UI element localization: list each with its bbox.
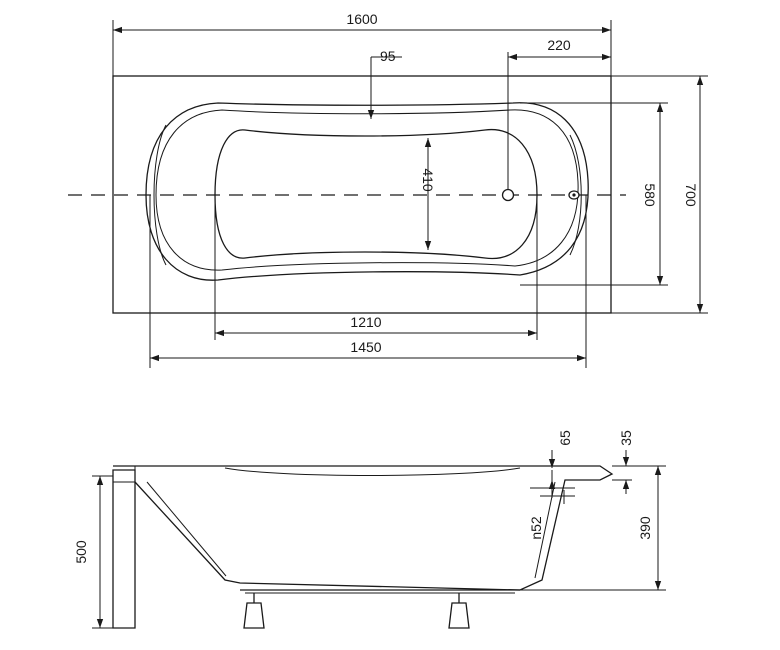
dim-inner-width: 580	[642, 183, 658, 207]
dim-overflow-b: 35	[618, 430, 634, 446]
rim-edge-left	[153, 124, 167, 266]
top-view: 1600 220 95 410 580 700 1210 1450	[68, 11, 708, 368]
side-view: 500 390 65 35 n52	[73, 430, 666, 629]
foot-left	[243, 593, 265, 629]
dim-drain-offset: 220	[547, 37, 571, 53]
dim-overall-length: 1600	[346, 11, 377, 27]
dim-overflow-a: 65	[557, 430, 573, 446]
drain-icon	[501, 188, 515, 202]
dim-bottom-length: 1210	[350, 314, 381, 330]
tub-rim-inner	[155, 109, 579, 271]
tub-bottom-contour	[214, 128, 538, 260]
dim-inner-length: 1450	[350, 339, 381, 355]
overflow-center-dot	[572, 193, 576, 197]
dim-bottom-width: 410	[420, 168, 436, 192]
foot-right	[448, 593, 470, 629]
rim-curve	[224, 467, 521, 476]
tub-body-side	[113, 465, 614, 591]
dim-overflow-hole: n52	[528, 516, 544, 540]
front-panel-left	[112, 469, 136, 629]
tub-rim-outer	[145, 102, 589, 281]
dim-overall-width: 700	[683, 183, 699, 207]
dim-total-height: 390	[637, 516, 653, 540]
dim-panel-height: 500	[73, 540, 89, 564]
dim-rim-inset: 95	[380, 48, 396, 64]
inner-slope-line	[146, 481, 227, 577]
